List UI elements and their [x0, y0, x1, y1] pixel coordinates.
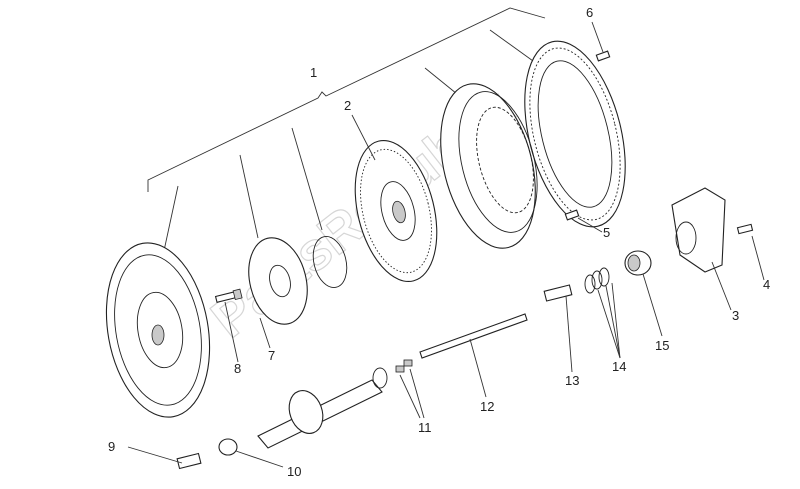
bushing-15 [624, 250, 652, 276]
clutch-pressure-plate [440, 83, 538, 249]
label-5: 5 [603, 225, 610, 240]
clutch-disc [354, 139, 438, 283]
ring-gear-flywheel [524, 40, 626, 228]
label-8: 8 [234, 361, 241, 376]
bolt-4 [736, 223, 754, 235]
label-11: 11 [418, 420, 432, 435]
retaining-ring [312, 236, 348, 288]
label-3: 3 [732, 308, 739, 323]
engine-flywheel [105, 242, 211, 418]
label-1: 1 [310, 65, 317, 80]
push-rod-12 [419, 313, 528, 359]
bushing-9 [176, 452, 202, 470]
label-13: 13 [565, 373, 579, 388]
bushing-10 [218, 438, 238, 456]
pins-11 [395, 359, 413, 373]
group-bracket [147, 7, 546, 192]
label-7: 7 [268, 348, 275, 363]
label-15: 15 [655, 338, 669, 353]
washers-14 [584, 267, 610, 294]
label-14: 14 [612, 359, 626, 374]
pin-13 [543, 284, 573, 302]
part-number-labels: 1 2 3 4 5 6 7 8 9 10 11 12 13 14 15 [108, 5, 770, 479]
clutch-shaft [257, 367, 388, 449]
bolt-8 [214, 288, 243, 303]
leader-lines [127, 21, 765, 468]
label-12: 12 [480, 399, 494, 414]
bearing-support [671, 187, 726, 273]
label-2: 2 [344, 98, 351, 113]
label-6: 6 [586, 5, 593, 20]
label-4: 4 [763, 277, 770, 292]
spring-plate [248, 237, 308, 325]
bolt-5 [564, 209, 580, 221]
label-10: 10 [287, 464, 301, 479]
bolt-6 [595, 50, 611, 62]
label-9: 9 [108, 439, 115, 454]
